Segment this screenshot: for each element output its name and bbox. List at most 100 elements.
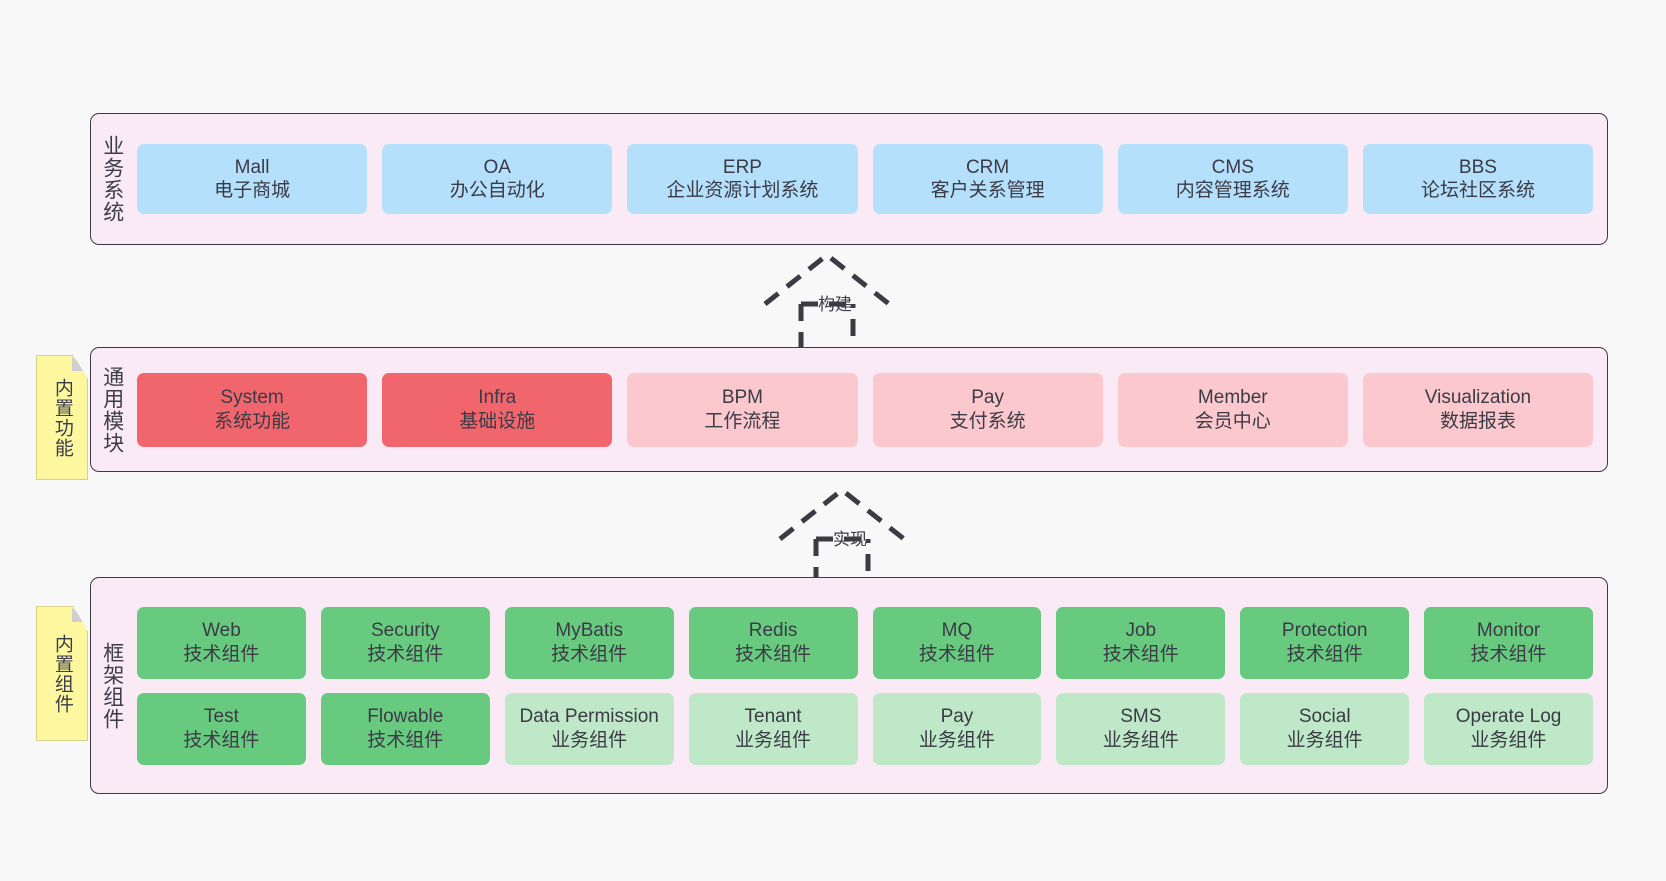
box-en-label: Flowable: [367, 706, 444, 728]
framework-box-test[interactable]: Test 技术组件: [137, 692, 306, 765]
box-cn-label: 支付系统: [949, 410, 1026, 432]
box-en-label: Data Permission: [519, 706, 659, 728]
framework-box-job[interactable]: Job 技术组件: [1056, 606, 1226, 679]
box-en-label: BPM: [721, 387, 764, 409]
box-cn-label: 技术组件: [367, 643, 444, 665]
layer-business-title: 业务系统: [100, 135, 124, 223]
box-en-label: Pay: [971, 387, 1004, 409]
common-row: System 系统功能 Infra 基础设施 BPM 工作流程 Pay 支付系统…: [137, 372, 1594, 447]
note-label: 内置组件: [51, 633, 73, 714]
note-builtin-function: 内置功能: [36, 355, 88, 480]
box-cn-label: 客户关系管理: [930, 180, 1045, 201]
layer-framework-component: 框架组件 Web 技术组件 Security 技术组件 MyBatis 技术组件…: [90, 577, 1608, 794]
box-cn-label: 业务组件: [735, 729, 812, 751]
box-en-label: OA: [483, 156, 511, 178]
layer-framework-body: Web 技术组件 Security 技术组件 MyBatis 技术组件 Redi…: [133, 578, 1607, 793]
box-en-label: Operate Log: [1455, 706, 1562, 728]
common-box-pay[interactable]: Pay 支付系统: [872, 372, 1103, 447]
box-cn-label: 办公自动化: [449, 180, 545, 201]
box-cn-label: 技术组件: [367, 729, 444, 751]
box-cn-label: 工作流程: [704, 410, 781, 432]
business-box-crm[interactable]: CRM 客户关系管理: [872, 144, 1103, 214]
box-en-label: Web: [202, 620, 241, 642]
note-label: 内置功能: [51, 377, 73, 458]
box-en-label: Pay: [940, 706, 974, 728]
box-en-label: Test: [204, 706, 239, 728]
business-box-mall[interactable]: Mall 电子商城: [137, 144, 368, 214]
box-cn-label: 业务组件: [1286, 729, 1363, 751]
box-en-label: BBS: [1458, 156, 1497, 178]
framework-box-data-permission[interactable]: Data Permission 业务组件: [504, 692, 674, 765]
connector-build-label: 构建: [818, 295, 852, 314]
framework-box-pay[interactable]: Pay 业务组件: [872, 692, 1042, 765]
box-cn-label: 技术组件: [183, 643, 260, 665]
framework-box-mq[interactable]: MQ 技术组件: [872, 606, 1042, 679]
box-en-label: System: [220, 387, 284, 409]
common-box-bpm[interactable]: BPM 工作流程: [627, 372, 858, 447]
framework-box-sms[interactable]: SMS 业务组件: [1056, 692, 1226, 765]
box-en-label: Redis: [748, 620, 798, 642]
common-box-system[interactable]: System 系统功能: [137, 372, 368, 447]
box-en-label: MQ: [941, 620, 973, 642]
framework-box-redis[interactable]: Redis 技术组件: [688, 606, 858, 679]
layer-framework-title: 框架组件: [100, 641, 124, 730]
box-cn-label: 企业资源计划系统: [666, 180, 819, 201]
business-box-cms[interactable]: CMS 内容管理系统: [1117, 144, 1348, 214]
framework-box-security[interactable]: Security 技术组件: [320, 606, 490, 679]
business-box-erp[interactable]: ERP 企业资源计划系统: [627, 144, 858, 214]
layer-common-body: System 系统功能 Infra 基础设施 BPM 工作流程 Pay 支付系统…: [133, 348, 1607, 471]
business-box-oa[interactable]: OA 办公自动化: [382, 144, 613, 214]
box-cn-label: 业务组件: [1102, 729, 1179, 751]
box-en-label: Tenant: [744, 706, 802, 728]
box-cn-label: 论坛社区系统: [1420, 180, 1535, 201]
box-cn-label: 电子商城: [214, 180, 291, 201]
box-en-label: Visualization: [1424, 387, 1532, 409]
box-cn-label: 技术组件: [918, 643, 995, 665]
layer-common-title: 通用模块: [100, 365, 124, 454]
layer-business-body: Mall 电子商城 OA 办公自动化 ERP 企业资源计划系统 CRM 客户关系…: [133, 114, 1607, 244]
box-cn-label: 基础设施: [459, 410, 536, 432]
common-box-visualization[interactable]: Visualization 数据报表: [1362, 372, 1594, 447]
box-en-label: CMS: [1211, 156, 1254, 178]
box-cn-label: 技术组件: [1102, 643, 1179, 665]
framework-box-protection[interactable]: Protection 技术组件: [1240, 606, 1410, 679]
business-box-bbs[interactable]: BBS 论坛社区系统: [1362, 144, 1594, 214]
framework-box-operate-log[interactable]: Operate Log 业务组件: [1424, 692, 1593, 765]
box-en-label: Job: [1125, 620, 1157, 642]
box-cn-label: 业务组件: [1470, 729, 1547, 751]
layer-business-system: 业务系统 Mall 电子商城 OA 办公自动化 ERP 企业资源计划系统 CRM…: [90, 113, 1608, 245]
box-en-label: CRM: [965, 156, 1010, 178]
framework-box-web[interactable]: Web 技术组件: [137, 606, 306, 679]
framework-row-business: Test 技术组件 Flowable 技术组件 Data Permission …: [137, 692, 1593, 765]
connector-implement-label: 实现: [833, 530, 867, 549]
box-cn-label: 会员中心: [1194, 410, 1271, 432]
framework-box-mybatis[interactable]: MyBatis 技术组件: [504, 606, 674, 679]
common-box-infra[interactable]: Infra 基础设施: [382, 372, 613, 447]
box-en-label: Social: [1298, 706, 1351, 728]
box-cn-label: 技术组件: [735, 643, 812, 665]
layer-common-module: 通用模块 System 系统功能 Infra 基础设施 BPM 工作流程 Pay…: [90, 347, 1608, 472]
box-en-label: Member: [1197, 387, 1268, 409]
box-en-label: MyBatis: [555, 620, 623, 642]
box-cn-label: 系统功能: [214, 410, 291, 432]
business-row: Mall 电子商城 OA 办公自动化 ERP 企业资源计划系统 CRM 客户关系…: [137, 144, 1594, 214]
connector-build: 构建: [755, 251, 915, 353]
framework-box-tenant[interactable]: Tenant 业务组件: [688, 692, 858, 765]
box-cn-label: 业务组件: [918, 729, 995, 751]
box-en-label: Monitor: [1476, 620, 1541, 642]
box-en-label: SMS: [1120, 706, 1162, 728]
box-en-label: Protection: [1281, 620, 1368, 642]
box-en-label: Mall: [234, 156, 270, 178]
framework-box-social[interactable]: Social 业务组件: [1240, 692, 1410, 765]
box-cn-label: 业务组件: [551, 729, 628, 751]
box-en-label: Security: [370, 620, 440, 642]
connector-implement: 实现: [770, 486, 930, 588]
common-box-member[interactable]: Member 会员中心: [1117, 372, 1348, 447]
note-fold-corner-icon: [72, 356, 87, 371]
note-builtin-component: 内置组件: [36, 606, 88, 741]
box-cn-label: 数据报表: [1439, 410, 1516, 432]
framework-box-monitor[interactable]: Monitor 技术组件: [1424, 606, 1593, 679]
framework-box-flowable[interactable]: Flowable 技术组件: [320, 692, 490, 765]
note-fold-corner-icon: [72, 607, 87, 622]
